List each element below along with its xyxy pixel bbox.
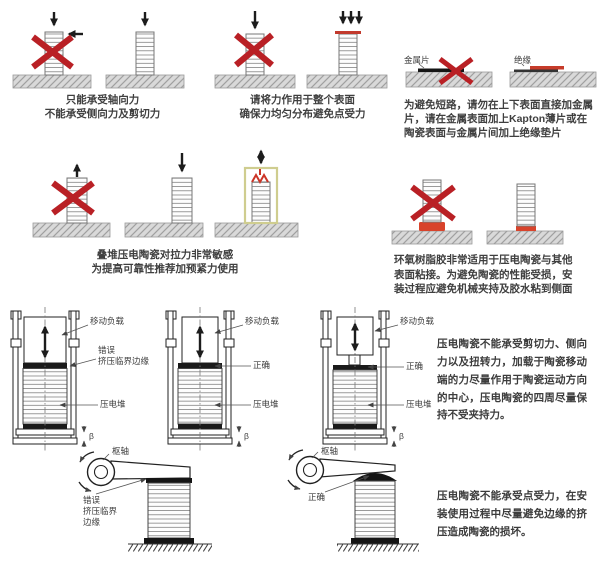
insulation-strip xyxy=(530,66,564,70)
ground-base xyxy=(12,74,185,89)
ground-base xyxy=(391,230,564,245)
diagram-tension-preload xyxy=(32,149,299,238)
piezo-stack xyxy=(144,478,194,544)
diagram-surface-force xyxy=(214,11,388,89)
fig-pivot-wrong: 枢轴 错误 挤压临界 边缘 xyxy=(28,446,243,566)
panel-epoxy: 环氧树脂胶非常适用于压电陶瓷与其他表面粘接。为避免陶瓷的性能受损，安装过程应避免… xyxy=(390,145,600,300)
piezo-stack-label: 压电堆 xyxy=(100,399,126,409)
note-shear-forces: 压电陶瓷不能承受剪切力、侧向力以及扭转力，加载于陶瓷移动端的力尽量作用于陶瓷运动… xyxy=(437,338,587,422)
ground-base xyxy=(214,74,388,89)
force-arrow-icon xyxy=(250,11,364,30)
fig-pivot-correct: 枢轴 正确 xyxy=(228,446,443,566)
caption-epoxy: 环氧树脂胶非常适用于压电陶瓷与其他表面粘接。为避免陶瓷的性能受损，安装过程应避免… xyxy=(394,254,573,296)
correct-label: 正确 xyxy=(406,361,424,371)
panel-short-circuit: 金属片 绝缘 为避免短路，请勿在上下表面直接加金属片，请在金属表面加上Kapto… xyxy=(402,5,598,145)
preload-frame xyxy=(243,166,279,225)
bottom-band xyxy=(178,424,222,429)
ground-base xyxy=(405,71,597,88)
caption-surface: 请将力作用于整个表面 确保力均匀分布避免点受力 xyxy=(239,94,366,121)
caption-short-circuit: 为避免短路，请勿在上下表面直接加金属片，请在金属表面加上Kapton薄片或在陶瓷… xyxy=(404,99,593,139)
ground xyxy=(337,543,419,552)
epoxy-layer-thick xyxy=(419,222,445,231)
metal-sheet-label: 金属片 xyxy=(404,55,430,65)
pivot-label: 枢轴 xyxy=(112,446,130,456)
beta-label: β xyxy=(399,431,404,441)
force-arrow-icon xyxy=(72,149,266,177)
fig-frame-correct: 移动负载 正确 压电堆 β xyxy=(165,305,310,457)
pivot-label: 枢轴 xyxy=(321,446,339,456)
label-leader xyxy=(95,453,147,495)
metal-strip xyxy=(418,68,464,72)
force-arrow-icon xyxy=(49,12,150,39)
beta-label: β xyxy=(244,431,249,441)
label-leader xyxy=(59,324,98,408)
diagram-short-circuit xyxy=(405,57,597,88)
wrong-edge-label: 错误 挤压临界边缘 xyxy=(98,345,150,367)
piezo-stack xyxy=(44,31,155,76)
load-plate xyxy=(335,31,361,34)
red-x-icon xyxy=(410,184,456,222)
label-leader xyxy=(418,63,525,69)
label-leader xyxy=(311,451,370,493)
correct-label: 正确 xyxy=(253,360,271,370)
diagram-frame-wrong xyxy=(10,307,98,451)
diagram-axial-force xyxy=(12,12,185,89)
preload-spring xyxy=(251,172,269,185)
moving-load-label: 移动负载 xyxy=(400,316,435,326)
rotation-arrow-icon xyxy=(78,451,95,493)
pivot-circle xyxy=(295,455,325,485)
piezo-stack xyxy=(351,473,399,544)
moving-load-label: 移动负载 xyxy=(245,316,280,326)
piezo-stack-label: 压电堆 xyxy=(253,399,279,409)
lever-arm xyxy=(110,460,191,480)
note-point-load: 压电陶瓷不能承受点受力，在安装使用过程中尽量避免边缘的挤压造成陶瓷的损坏。 xyxy=(437,490,587,538)
caption-axial: 只能承受轴向力 不能承受侧向力及剪切力 xyxy=(44,94,161,121)
panel-tension-preload: 叠堆压电陶瓷对拉力非常敏感 为提高可靠性推荐加预紧力使用 xyxy=(5,145,390,300)
diagram-frame-centered xyxy=(320,307,404,451)
bottom-band xyxy=(333,424,377,429)
diagram-frame-correct xyxy=(165,307,251,451)
bottom-band xyxy=(23,424,67,429)
insulation-label: 绝缘 xyxy=(514,55,532,65)
label-leader xyxy=(214,324,251,408)
panel-surface-force: 请将力作用于整个表面 确保力均匀分布避免点受力 xyxy=(205,5,400,145)
diagram-pivot-correct xyxy=(287,449,419,552)
panel-axial-force: 只能承受轴向力 不能承受侧向力及剪切力 xyxy=(5,5,200,145)
moving-load-label: 移动负载 xyxy=(90,316,125,326)
fig-frame-wrong: 移动负载 错误 挤压临界边缘 压电堆 β xyxy=(10,305,155,457)
piezo-stack-label: 压电堆 xyxy=(406,399,432,409)
contact-band xyxy=(333,365,377,370)
wrong-edge-label: 错误 挤压临界 边缘 xyxy=(83,495,118,528)
fig-frame-centered: 移动负载 正确 压电堆 β xyxy=(320,305,465,457)
red-x-icon xyxy=(234,32,274,68)
caption-tension: 叠堆压电陶瓷对拉力非常敏感 为提高可靠性推荐加预紧力使用 xyxy=(91,249,239,276)
correct-label: 正确 xyxy=(308,492,326,502)
pivot-circle xyxy=(86,457,116,487)
diagram-epoxy xyxy=(391,179,564,245)
diagram-pivot-wrong xyxy=(78,451,212,552)
label-leader xyxy=(367,324,404,408)
rotation-arrow-icon xyxy=(287,449,304,491)
red-x-icon xyxy=(51,180,95,216)
metal-strip xyxy=(514,69,558,72)
ground xyxy=(128,543,212,552)
red-x-icon xyxy=(438,57,474,85)
epoxy-layer-thin xyxy=(516,226,536,231)
piezo-stack xyxy=(66,177,271,224)
red-x-icon xyxy=(31,34,74,70)
load-stem xyxy=(348,354,361,366)
beta-label: β xyxy=(89,431,94,441)
ground-base xyxy=(32,222,299,238)
piezo-stack xyxy=(422,179,536,227)
